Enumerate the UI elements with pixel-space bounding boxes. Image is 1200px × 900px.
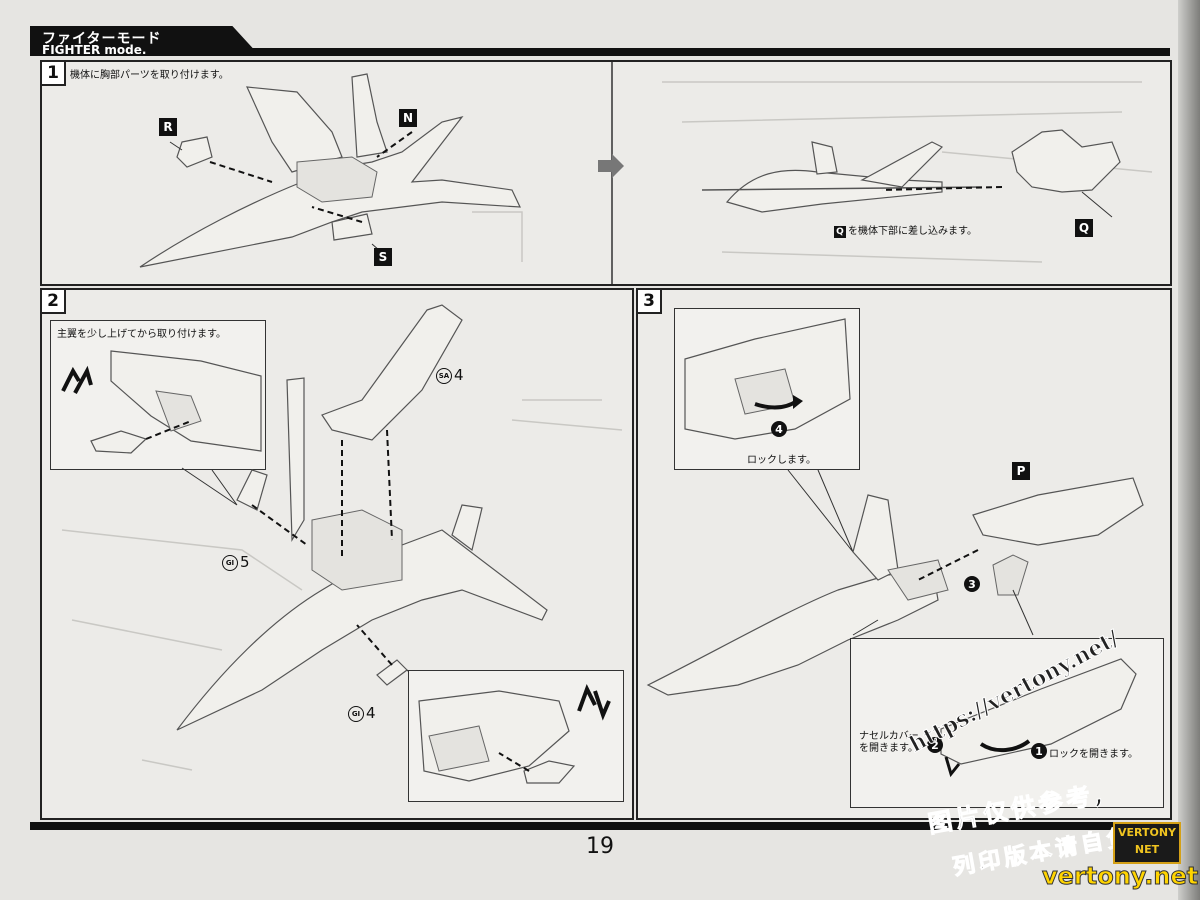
step-2-ghost-illustration <box>61 399 623 771</box>
step-1-jet-right-illustration <box>701 129 1121 218</box>
part-tag-r: R <box>159 118 177 136</box>
step-3-order-4: 4 <box>771 421 787 437</box>
watermark-logo: VERTONY NET <box>1113 822 1181 864</box>
step-1-number: 1 <box>40 60 66 86</box>
footer-rule <box>30 822 1170 830</box>
step-2-wing-callout: 主翼を少し上げてから取り付けます。 <box>50 320 266 470</box>
step-3-panel: 3 4 ロックします。 P 3 <box>636 288 1172 820</box>
step-3-jet-illustration <box>646 469 1144 696</box>
runner-number-gi4: 4 <box>366 704 376 722</box>
step-2-lower-callout <box>408 670 624 802</box>
runner-badge-gi5: GI <box>222 554 238 571</box>
step-3-lock-callout: 4 ロックします。 <box>674 308 860 470</box>
part-tag-q-inline: Q <box>834 226 846 238</box>
page-number: 19 <box>586 834 614 859</box>
step-3-nacelle-detail <box>940 658 1137 778</box>
part-tag-n: N <box>399 109 417 127</box>
step-3-order-1: 1 <box>1031 743 1047 759</box>
header-tab <box>30 26 260 56</box>
watermark-logo-top: VERTONY <box>1117 826 1177 839</box>
watermark-logo-bottom: NET <box>1134 843 1160 856</box>
step-3-nacelle-callout: ナセルカバー を開きます。 2 1 ロックを開きます。 <box>850 638 1164 808</box>
step-1-jet-illustration <box>139 73 521 268</box>
section-title-ja: ファイターモード <box>42 31 162 47</box>
step-2-lower-callout-detail <box>418 683 611 784</box>
header-rule <box>230 48 1170 56</box>
step-3-order-3: 3 <box>964 576 980 592</box>
step-1-panel: 1 機体に胸部パーツを取り付けます。 R N S <box>40 60 1172 286</box>
step-2-callout-detail <box>61 350 262 454</box>
runner-badge-gi4: GI <box>348 705 364 722</box>
step-3-lock-note: ロックします。 <box>747 455 816 466</box>
section-title-en: FIGHTER mode. <box>42 43 147 57</box>
step-1-divider <box>598 62 624 284</box>
header-bar <box>30 26 1170 56</box>
step-3-nacelle-note: ナセルカバー を開きます。 <box>859 731 919 754</box>
part-tag-q: Q <box>1075 219 1093 237</box>
watermark-site: vertony.net <box>1041 862 1199 891</box>
step-2-number: 2 <box>40 288 66 314</box>
step-3-lock-open-note: ロックを開きます。 <box>1049 749 1138 760</box>
runner-badge-sa: SA <box>436 367 452 384</box>
step-3-lock-detail <box>684 318 851 440</box>
step-1-instruction: 機体に胸部パーツを取り付けます。 <box>70 70 229 81</box>
page-binding-edge <box>1178 0 1200 900</box>
step-2-jet-illustration <box>176 304 548 731</box>
step-3-order-2: 2 <box>927 737 943 753</box>
runner-number-gi5: 5 <box>240 553 250 571</box>
step-2-panel: 2 主翼を少し上げてから取り付けます。 <box>40 288 634 820</box>
part-tag-p: P <box>1012 462 1030 480</box>
step-1-insert-text: を機体下部に差し込みます。 <box>848 226 977 237</box>
step-3-number: 3 <box>636 288 662 314</box>
part-tag-s: S <box>374 248 392 266</box>
step-2-instruction: 主翼を少し上げてから取り付けます。 <box>57 329 226 340</box>
runner-number-sa4: 4 <box>454 366 464 384</box>
step-1-ghost-illustration <box>472 81 1153 263</box>
